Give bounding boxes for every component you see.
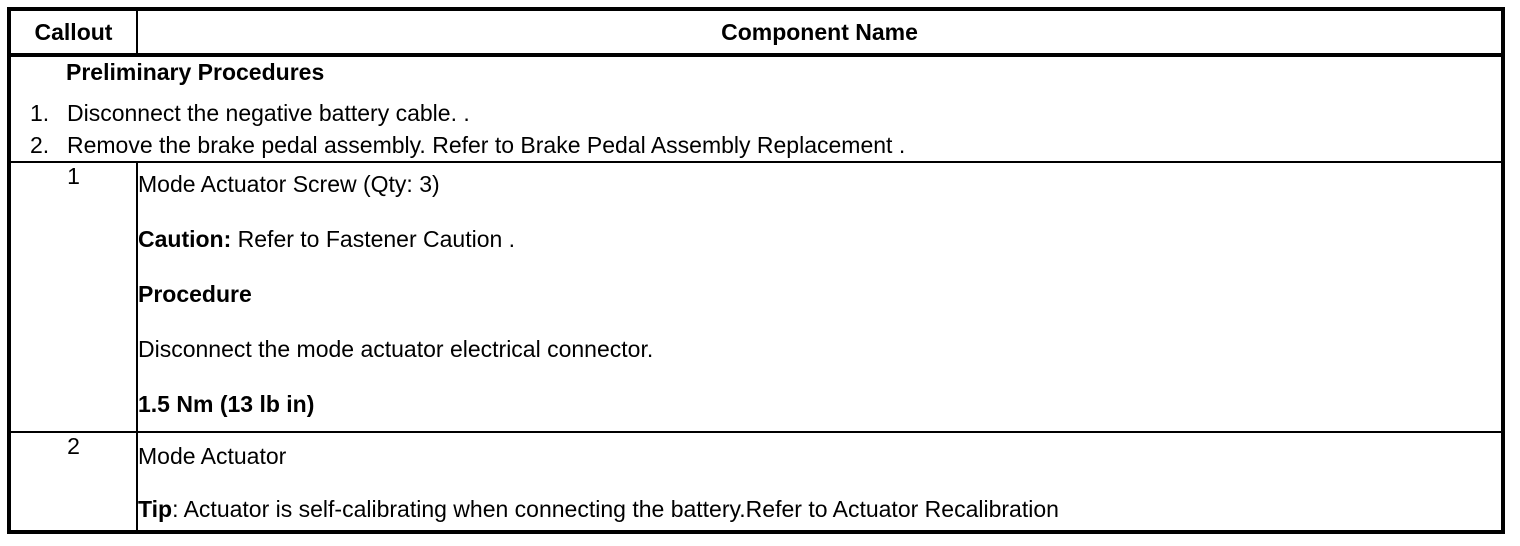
column-header-callout: Callout <box>8 8 138 57</box>
list-item: 1. Disconnect the negative battery cable.… <box>11 97 1501 129</box>
list-item-number: 1. <box>30 100 50 126</box>
preliminary-steps-list: 1. Disconnect the negative battery cable.… <box>11 97 1501 161</box>
caution-note: Caution: Refer to Fastener Caution . <box>138 224 1501 254</box>
procedure-heading: Procedure <box>138 281 252 307</box>
table-row: 2 Mode Actuator Tip: Actuator is self-ca… <box>8 431 1504 533</box>
table-header-row: Callout Component Name <box>8 8 1504 57</box>
caution-label: Caution: <box>138 226 232 252</box>
component-title: Mode Actuator <box>138 443 287 469</box>
component-description-cell-2: Mode Actuator Tip: Actuator is self-cali… <box>136 431 1504 533</box>
table-row: 1 Mode Actuator Screw (Qty: 3) Caution: … <box>8 161 1504 433</box>
service-procedure-table: Callout Component Name Preliminary Proce… <box>7 7 1505 534</box>
tip-label: Tip <box>138 496 173 522</box>
preliminary-procedures-row: Preliminary Procedures 1. Disconnect the … <box>8 54 1504 163</box>
torque-specification: 1.5 Nm (13 lb in) <box>138 391 315 417</box>
component-description-cell-1: Mode Actuator Screw (Qty: 3) Caution: Re… <box>136 161 1504 433</box>
list-item-text: Disconnect the negative battery cable. . <box>67 100 470 126</box>
list-item: 2. Remove the brake pedal assembly. Refer… <box>11 129 1501 161</box>
column-header-component-name: Component Name <box>136 8 1504 57</box>
caution-text: Refer to Fastener Caution . <box>231 226 516 252</box>
callout-number-1: 1 <box>8 161 138 433</box>
list-item-text: Remove the brake pedal assembly. Refer t… <box>67 132 906 158</box>
list-item-number: 2. <box>30 132 50 158</box>
tip-note: Tip: Actuator is self-calibrating when c… <box>138 494 1501 524</box>
preliminary-procedures-heading: Preliminary Procedures <box>66 59 325 85</box>
component-title: Mode Actuator Screw (Qty: 3) <box>138 171 440 197</box>
procedure-text: Disconnect the mode actuator electrical … <box>138 336 654 362</box>
preliminary-procedures-cell: Preliminary Procedures 1. Disconnect the … <box>8 54 1504 163</box>
callout-number-2: 2 <box>8 431 138 533</box>
tip-text: : Actuator is self-calibrating when conn… <box>172 496 1059 522</box>
